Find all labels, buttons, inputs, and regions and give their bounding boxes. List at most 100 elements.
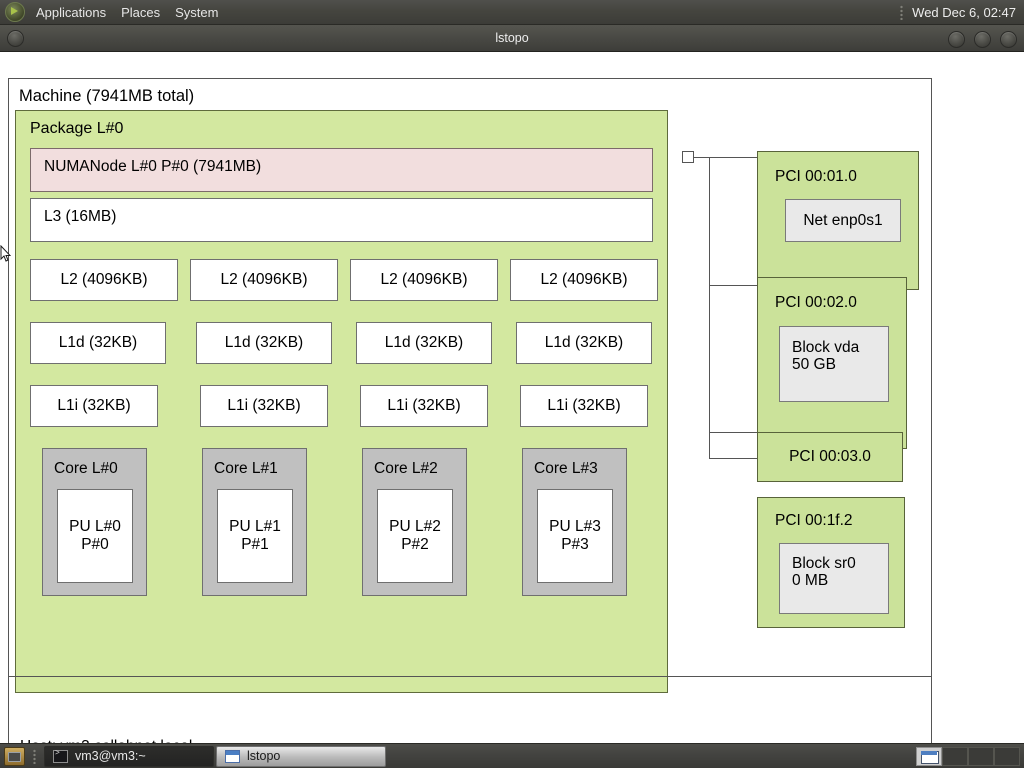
machine-label: Machine (7941MB total) [19,87,195,105]
l2-cache-label-0: L2 (4096KB) [60,271,148,288]
pci-label-3: PCI 00:1f.2 [775,512,853,529]
show-desktop-icon[interactable] [4,746,25,766]
window-client-area: Machine (7941MB total) Package L#0 NUMAN… [0,52,1024,755]
numanode-label: NUMANode L#0 P#0 (7941MB) [44,158,262,175]
minimize-button[interactable] [948,31,965,48]
package-box[interactable]: Package L#0 NUMANode L#0 P#0 (7941MB) L3… [15,110,668,693]
l2-cache-box-0[interactable]: L2 (4096KB) [30,259,178,301]
workspace-switcher[interactable] [916,747,1020,766]
workspace-1[interactable] [916,747,942,766]
close-button[interactable] [1000,31,1017,48]
l1i-cache-box-3[interactable]: L1i (32KB) [520,385,648,427]
bottom-panel: vm3@vm3:~ lstopo [0,743,1024,768]
footer-separator [9,676,931,677]
bridge-stub-line [694,157,709,158]
taskbar-item-lstopo[interactable]: lstopo [216,745,386,767]
pu-label-0: PU L#0 P#0 [69,518,121,553]
l1d-cache-box-2[interactable]: L1d (32KB) [356,322,492,364]
l2-cache-label-2: L2 (4096KB) [380,271,468,288]
taskbar-item-terminal-label: vm3@vm3:~ [75,749,146,763]
window-titlebar[interactable]: lstopo [0,25,1024,52]
window-controls [948,31,1017,48]
osdev-box-3[interactable]: Block sr0 0 MB [779,543,889,614]
l1d-cache-label-2: L1d (32KB) [384,334,464,351]
pu-box-0[interactable]: PU L#0 P#0 [57,489,133,583]
gnome-foot-icon[interactable] [5,2,25,22]
core-box-0[interactable]: Core L#0 PU L#0 P#0 [42,448,147,596]
l1i-cache-label-0: L1i (32KB) [57,397,131,414]
pu-box-3[interactable]: PU L#3 P#3 [537,489,613,583]
menu-places[interactable]: Places [121,4,161,20]
pu-box-1[interactable]: PU L#1 P#1 [217,489,293,583]
l2-cache-box-2[interactable]: L2 (4096KB) [350,259,498,301]
taskbar-item-lstopo-label: lstopo [247,749,281,763]
menu-applications[interactable]: Applications [36,4,107,20]
l2-cache-label-3: L2 (4096KB) [540,271,628,288]
workspace-4[interactable] [994,747,1020,766]
panel-drag-handle-icon[interactable] [900,4,904,20]
osdev-label-0: Net enp0s1 [803,211,883,229]
maximize-button[interactable] [974,31,991,48]
osdev-label-1: Block vda 50 GB [792,339,860,374]
l3-cache-label: L3 (16MB) [44,208,117,225]
pci-box-3[interactable]: PCI 00:1f.2 Block sr0 0 MB [757,497,905,628]
pci-box-0[interactable]: PCI 00:01.0 Net enp0s1 [757,151,919,290]
osdev-label-3: Block sr0 0 MB [792,555,856,590]
pci-box-1[interactable]: PCI 00:02.0 Block vda 50 GB [757,277,907,449]
osdev-box-1[interactable]: Block vda 50 GB [779,326,889,402]
core-box-1[interactable]: Core L#1 PU L#1 P#1 [202,448,307,596]
menu-system[interactable]: System [175,4,219,20]
l1d-cache-label-1: L1d (32KB) [224,334,304,351]
l3-cache-box[interactable]: L3 (16MB) [30,198,653,242]
pci-label-2: PCI 00:03.0 [789,448,871,465]
workspace-2[interactable] [942,747,968,766]
l1d-cache-label-3: L1d (32KB) [544,334,624,351]
top-panel: Applications Places System Wed Dec 6, 02… [0,0,1024,25]
pu-box-2[interactable]: PU L#2 P#2 [377,489,453,583]
core-label-2: Core L#2 [374,460,438,477]
lstopo-window: lstopo Machine (7941MB total) Package L#… [0,25,1024,755]
pci-branch-line-0 [709,157,757,158]
mouse-cursor [0,245,11,262]
core-box-3[interactable]: Core L#3 PU L#3 P#3 [522,448,627,596]
l1d-cache-box-3[interactable]: L1d (32KB) [516,322,652,364]
pu-label-2: PU L#2 P#2 [389,518,441,553]
osdev-box-0[interactable]: Net enp0s1 [785,199,901,242]
core-label-1: Core L#1 [214,460,278,477]
pu-label-3: PU L#3 P#3 [549,518,601,553]
tasklist-drag-handle-icon[interactable] [33,748,36,764]
pci-label-1: PCI 00:02.0 [775,294,857,311]
host-bridge-node[interactable] [682,151,694,163]
l1d-cache-label-0: L1d (32KB) [58,334,138,351]
numanode-box[interactable]: NUMANode L#0 P#0 (7941MB) [30,148,653,192]
l1i-cache-box-2[interactable]: L1i (32KB) [360,385,488,427]
clock[interactable]: Wed Dec 6, 02:47 [912,4,1016,20]
taskbar-item-terminal[interactable]: vm3@vm3:~ [44,745,214,767]
pci-branch-line-3 [709,458,757,459]
workspace-3[interactable] [968,747,994,766]
pu-label-1: PU L#1 P#1 [229,518,281,553]
l1i-cache-label-2: L1i (32KB) [387,397,461,414]
core-label-3: Core L#3 [534,460,598,477]
pci-branch-line-2 [709,432,757,433]
package-label: Package L#0 [30,120,124,137]
pci-box-2[interactable]: PCI 00:03.0 [757,432,903,482]
window-title: lstopo [495,31,529,45]
core-box-2[interactable]: Core L#2 PU L#2 P#2 [362,448,467,596]
l1i-cache-label-1: L1i (32KB) [227,397,301,414]
terminal-icon [53,749,68,763]
l2-cache-label-1: L2 (4096KB) [220,271,308,288]
l1i-cache-box-0[interactable]: L1i (32KB) [30,385,158,427]
pci-branch-line-1 [709,285,757,286]
l1d-cache-box-1[interactable]: L1d (32KB) [196,322,332,364]
window-menu-button[interactable] [7,29,24,47]
l1d-cache-box-0[interactable]: L1d (32KB) [30,322,166,364]
l2-cache-box-1[interactable]: L2 (4096KB) [190,259,338,301]
pci-bus-line [709,157,710,458]
l1i-cache-box-1[interactable]: L1i (32KB) [200,385,328,427]
pci-label-0: PCI 00:01.0 [775,168,857,185]
l2-cache-box-3[interactable]: L2 (4096KB) [510,259,658,301]
l1i-cache-label-3: L1i (32KB) [547,397,621,414]
topology-canvas: Machine (7941MB total) Package L#0 NUMAN… [8,78,932,755]
